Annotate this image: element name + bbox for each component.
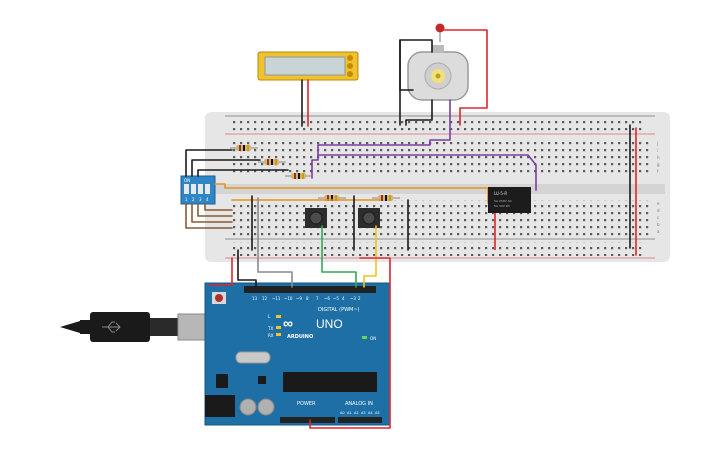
analog-pin-label: A5 (375, 411, 380, 415)
tx-label: TX (267, 326, 273, 331)
digital-pin-label: ~10 (284, 296, 293, 301)
rx-label: RX (268, 333, 274, 338)
row-letter: i (657, 148, 658, 153)
bottom-power-rail (232, 242, 642, 256)
wire-black[interactable] (191, 159, 261, 177)
relay[interactable]: LU-5-R 5A 250V AC 5A 30V DC (488, 187, 531, 213)
row-letter: c (657, 215, 659, 220)
digital-label: DIGITAL (PWM~) (318, 307, 360, 313)
wire-black[interactable] (197, 169, 289, 177)
power-jack (205, 395, 235, 417)
top-terminal-strip (232, 140, 652, 176)
wire-black[interactable] (237, 249, 257, 288)
wire-gray[interactable] (257, 197, 293, 288)
digital-pin-label: 7 (316, 296, 319, 301)
infinity-logo-icon: ∞ (283, 315, 293, 331)
wire-black[interactable] (405, 99, 433, 126)
bottom-terminal-strip (232, 200, 652, 236)
dip-number: 3 (199, 197, 202, 202)
digital-pin-label: 12 (262, 296, 268, 301)
push-button-1[interactable] (305, 208, 327, 228)
wire-red[interactable] (209, 257, 233, 286)
wire-brown[interactable] (197, 203, 233, 217)
digital-pin-label: ~9 (296, 296, 302, 301)
wire-black[interactable] (185, 149, 233, 177)
dc-motor[interactable] (407, 45, 469, 101)
uno-label: UNO (316, 317, 343, 331)
analog-pin-label: A0 (340, 411, 345, 415)
resistor[interactable] (230, 145, 258, 151)
digital-pin-label: 13 (252, 296, 258, 301)
row-letter: j (656, 141, 658, 146)
lcd-module[interactable] (257, 51, 359, 81)
digital-pin-label: ~3 (350, 296, 356, 301)
usb-cable (60, 312, 215, 342)
wire-purple[interactable] (317, 154, 537, 191)
analog-pin-label: A3 (361, 411, 366, 415)
breadboard: j i h g f e d c b a (205, 112, 670, 262)
wire-red[interactable] (443, 29, 488, 126)
power-label: POWER (297, 401, 316, 407)
analog-pin-label: A4 (368, 411, 373, 415)
analog-pin-label: A1 (347, 411, 352, 415)
relay-rating-2: 5A 30V DC (494, 204, 510, 208)
digital-pin-label: 8 (306, 296, 309, 301)
digital-pin-label: ~11 (272, 296, 281, 301)
dip-number: 4 (206, 197, 209, 202)
resistor[interactable] (258, 159, 286, 165)
power-header (280, 417, 335, 423)
analog-pin-label: A2 (354, 411, 359, 415)
row-letter: d (657, 208, 660, 213)
usb-icon (102, 321, 121, 333)
resistor[interactable] (372, 195, 400, 201)
wire-brown[interactable] (204, 203, 233, 211)
l-label: L (268, 314, 271, 319)
digital-pin-label: ~6 (324, 296, 330, 301)
row-letter: g (657, 162, 660, 167)
dip-number: 1 (185, 197, 188, 202)
wire-green[interactable] (321, 225, 357, 288)
relay-rating-1: 5A 250V AC (494, 199, 512, 203)
microcontroller-chip (283, 372, 377, 392)
digital-header (244, 286, 376, 293)
arduino-uno[interactable]: 13 12 ~11 ~10 ~9 8 7 ~6 ~5 4 ~3 2 DIGITA… (204, 282, 391, 426)
resistors (230, 145, 400, 201)
relay-model: LU-5-R (494, 191, 507, 196)
row-letter: h (657, 155, 660, 160)
wire-brown[interactable] (191, 203, 233, 223)
analog-header (338, 417, 382, 423)
row-letter: e (657, 201, 660, 206)
digital-pin-label: 4 (342, 296, 345, 301)
wire-red[interactable] (309, 257, 391, 429)
row-letter: f (657, 169, 659, 174)
led-red[interactable] (435, 23, 445, 43)
top-power-rail (232, 118, 642, 132)
wire-purple[interactable] (311, 99, 451, 179)
dip-number: 2 (192, 197, 195, 202)
push-button-2[interactable] (358, 208, 380, 228)
resistor[interactable] (285, 173, 312, 179)
on-label: ON (370, 336, 376, 341)
wire-yellow[interactable] (363, 225, 377, 288)
row-letter: b (657, 222, 660, 227)
dip-on-label: ON (184, 178, 190, 183)
reset-button[interactable] (215, 294, 223, 302)
wire-brown[interactable] (185, 203, 233, 229)
analog-label: ANALOG IN (345, 401, 373, 407)
digital-pin-label: ~5 (333, 296, 339, 301)
dip-switch[interactable]: ON 1 2 3 4 (180, 175, 216, 205)
digital-pin-label: 2 (358, 296, 361, 301)
arduino-brand: ARDUINO (287, 334, 313, 340)
row-letter: a (657, 229, 660, 234)
